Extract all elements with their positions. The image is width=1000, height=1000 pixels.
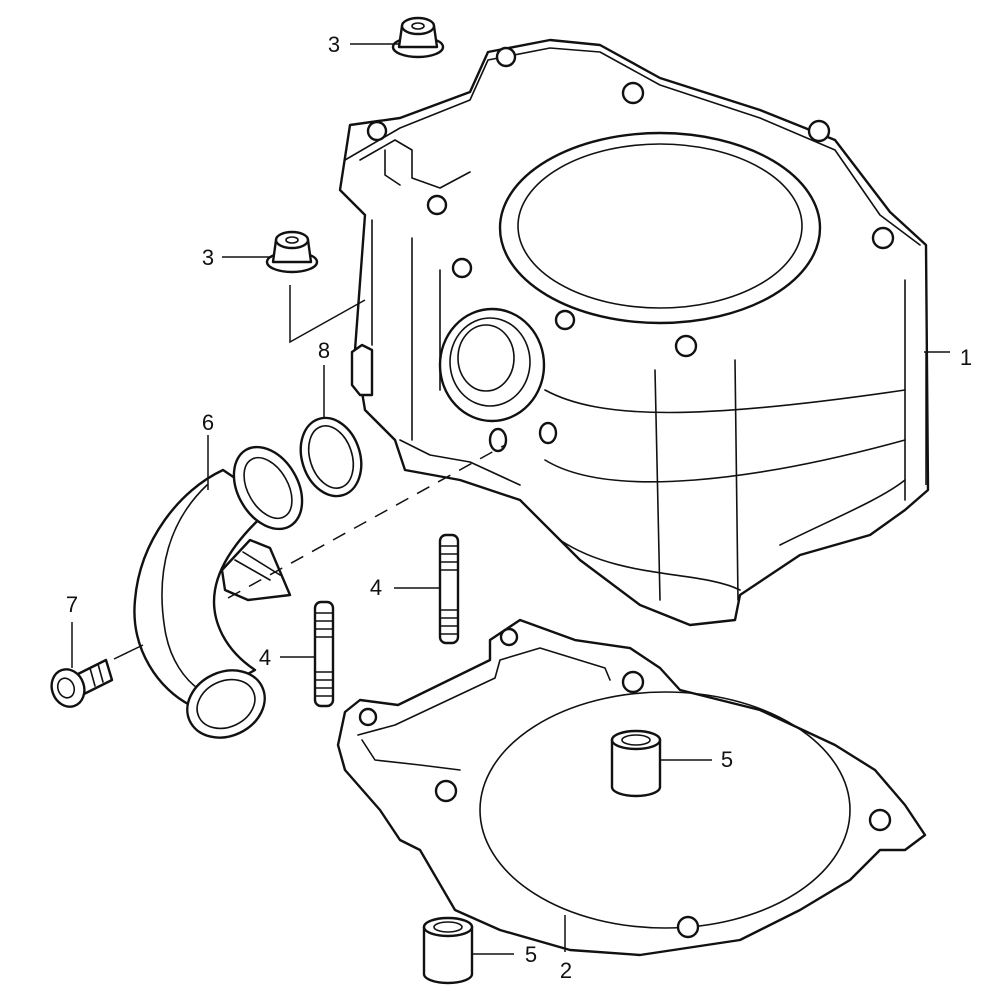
callout-1: 1 (960, 345, 972, 370)
callout-3-top: 3 (328, 32, 340, 57)
dowel-pin-lower (422, 916, 474, 985)
callout-4-right: 4 (370, 575, 382, 600)
intake-pipe (133, 445, 304, 739)
dowel-pin-upper (610, 729, 662, 798)
flange-bolt (50, 658, 114, 708)
stud-left (313, 600, 335, 708)
callout-labels: 3 3 8 6 7 4 4 5 5 2 1 (66, 32, 972, 983)
stud-right (438, 533, 460, 645)
leader-lines (71, 43, 950, 955)
cylinder-block (338, 38, 930, 627)
o-ring (299, 416, 363, 498)
flange-nut-top (391, 16, 445, 59)
callout-5-upper: 5 (721, 747, 733, 772)
callout-8: 8 (318, 338, 330, 363)
callout-4-left: 4 (259, 645, 271, 670)
callout-2: 2 (560, 958, 572, 983)
callout-3-left: 3 (202, 245, 214, 270)
callout-7: 7 (66, 592, 78, 617)
callout-6: 6 (202, 410, 214, 435)
callout-5-lower: 5 (525, 942, 537, 967)
flange-nut-left (265, 230, 319, 274)
